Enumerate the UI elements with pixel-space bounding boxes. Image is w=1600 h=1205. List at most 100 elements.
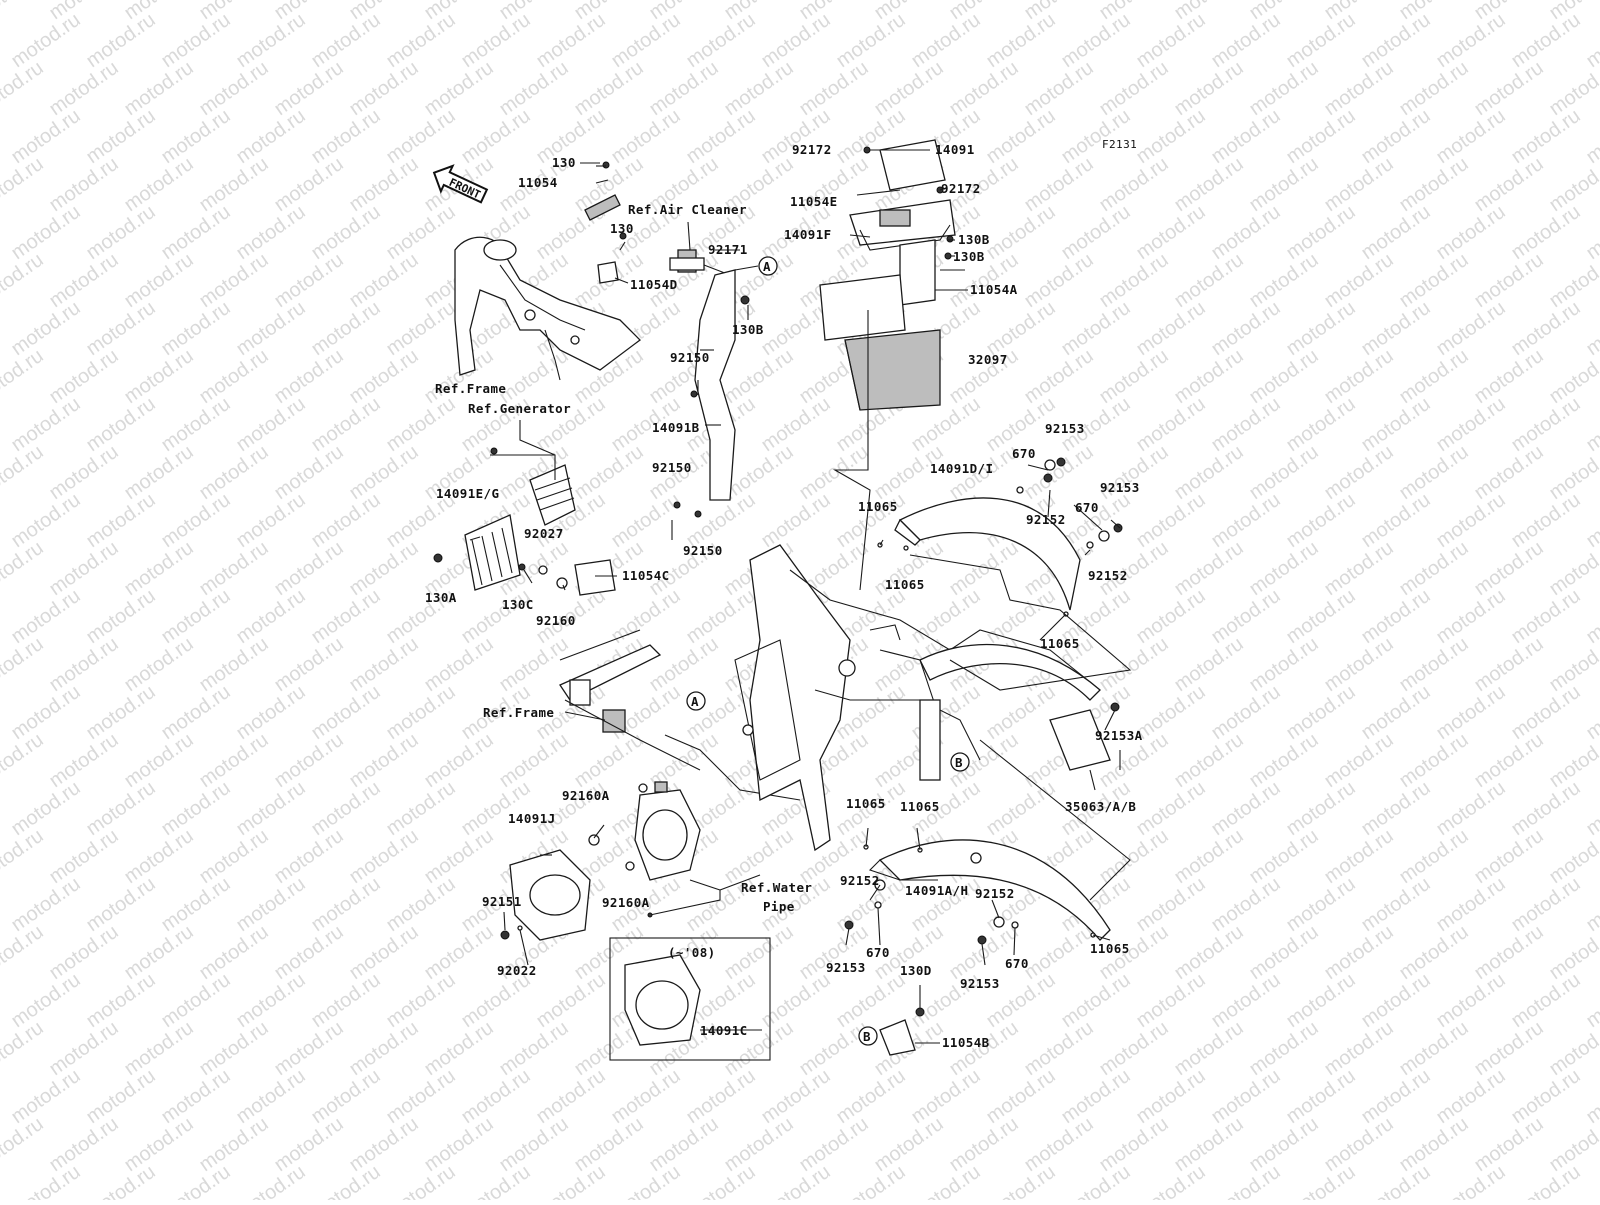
- label-11054C: 11054C: [622, 568, 670, 583]
- watermark-text: motod.ru: [757, 105, 834, 168]
- label-11065-a: 11065: [858, 499, 898, 514]
- battery-case-drawing: [819, 139, 956, 591]
- watermark-text: motod.ru: [120, 729, 197, 792]
- watermark-text: motod.ru: [307, 297, 384, 360]
- watermark-text: motod.ru: [682, 585, 759, 648]
- watermark-text: motod.ru: [457, 777, 534, 840]
- label-ref-frame-mid: Ref.Frame: [483, 705, 554, 720]
- variant-08-box: [609, 937, 771, 1061]
- watermark-text: motod.ru: [157, 201, 234, 264]
- callout-b-bottom: B: [858, 1026, 878, 1046]
- watermark-text: motod.ru: [1020, 345, 1097, 408]
- watermark-text: motod.ru: [1170, 57, 1247, 120]
- watermark-text: motod.ru: [1582, 1161, 1600, 1200]
- watermark-text: motod.ru: [82, 1065, 159, 1128]
- watermark-text: motod.ru: [195, 345, 272, 408]
- watermark-text: motod.ru: [120, 441, 197, 504]
- watermark-text: motod.ru: [157, 9, 234, 72]
- watermark-text: motod.ru: [232, 393, 309, 456]
- watermark-text: motod.ru: [1320, 153, 1397, 216]
- watermark-text: motod.ru: [682, 1065, 759, 1128]
- label-14091C: 14091C: [700, 1023, 748, 1038]
- watermark-text: motod.ru: [1432, 585, 1509, 648]
- watermark-text: motod.ru: [45, 1017, 122, 1080]
- watermark-text: motod.ru: [232, 969, 309, 1032]
- label-ref-water-pipe-2: Pipe: [763, 899, 795, 914]
- label-11054B: 11054B: [942, 1035, 990, 1050]
- label-92153A: 92153A: [1095, 728, 1143, 743]
- watermark-text: motod.ru: [570, 57, 647, 120]
- watermark-text: motod.ru: [1207, 297, 1284, 360]
- watermark-text: motod.ru: [1470, 345, 1547, 408]
- watermark-text: motod.ru: [0, 249, 48, 312]
- watermark-text: motod.ru: [1020, 921, 1097, 984]
- cover-14091J-drawing: [500, 781, 721, 941]
- watermark-text: motod.ru: [1395, 537, 1472, 600]
- watermark-text: motod.ru: [1282, 681, 1359, 744]
- watermark-text: motod.ru: [382, 681, 459, 744]
- watermark-text: motod.ru: [870, 1113, 947, 1176]
- watermark-text: motod.ru: [232, 489, 309, 552]
- watermark-text: motod.ru: [1357, 393, 1434, 456]
- bracket-11054-drawing: [584, 161, 621, 221]
- watermark-text: motod.ru: [532, 969, 609, 1032]
- watermark-text: motod.ru: [1470, 537, 1547, 600]
- watermark-text: motod.ru: [607, 489, 684, 552]
- watermark-text: motod.ru: [1170, 633, 1247, 696]
- watermark-text: motod.ru: [157, 393, 234, 456]
- watermark-text: motod.ru: [7, 777, 84, 840]
- watermark-text: motod.ru: [1432, 681, 1509, 744]
- watermark-text: motod.ru: [1095, 249, 1172, 312]
- watermark-text: motod.ru: [982, 681, 1059, 744]
- watermark-text: motod.ru: [0, 0, 48, 24]
- label-14091F: 14091F: [784, 227, 832, 242]
- watermark-text: motod.ru: [645, 57, 722, 120]
- watermark-text: motod.ru: [195, 1017, 272, 1080]
- watermark-text: motod.ru: [607, 9, 684, 72]
- watermark-text: motod.ru: [420, 1017, 497, 1080]
- watermark-text: motod.ru: [720, 345, 797, 408]
- label-ref-generator: Ref.Generator: [468, 401, 571, 416]
- watermark-text: motod.ru: [1507, 1065, 1584, 1128]
- watermark-text: motod.ru: [1207, 201, 1284, 264]
- watermark-text: motod.ru: [1207, 777, 1284, 840]
- watermark-text: motod.ru: [532, 1161, 609, 1200]
- watermark-text: motod.ru: [1357, 489, 1434, 552]
- watermark-text: motod.ru: [1395, 57, 1472, 120]
- watermark-text: motod.ru: [1432, 1065, 1509, 1128]
- label-11065-d: 11065: [846, 796, 886, 811]
- watermark-text: motod.ru: [1132, 1161, 1209, 1200]
- watermark-text: motod.ru: [457, 9, 534, 72]
- watermark-text: motod.ru: [1132, 489, 1209, 552]
- watermark-text: motod.ru: [1432, 105, 1509, 168]
- watermark-text: motod.ru: [907, 1065, 984, 1128]
- watermark-text: motod.ru: [195, 537, 272, 600]
- watermark-text: motod.ru: [157, 1161, 234, 1200]
- watermark-text: motod.ru: [1132, 105, 1209, 168]
- frame-head-drawing: [454, 236, 641, 381]
- watermark-text: motod.ru: [0, 153, 48, 216]
- watermark-text: motod.ru: [232, 1065, 309, 1128]
- label-14091B: 14091B: [652, 420, 700, 435]
- watermark-text: motod.ru: [45, 153, 122, 216]
- label-130-mid: 130: [610, 221, 634, 236]
- watermark-text: motod.ru: [757, 969, 834, 1032]
- watermark-text: motod.ru: [1470, 249, 1547, 312]
- watermark-text: motod.ru: [1207, 969, 1284, 1032]
- label-11065-b: 11065: [885, 577, 925, 592]
- watermark-text: motod.ru: [982, 201, 1059, 264]
- watermark-text: motod.ru: [1432, 201, 1509, 264]
- watermark-text: motod.ru: [1582, 873, 1600, 936]
- watermark-text: motod.ru: [1207, 1065, 1284, 1128]
- watermark-text: motod.ru: [1057, 297, 1134, 360]
- watermark-text: motod.ru: [1470, 1113, 1547, 1176]
- watermark-text: motod.ru: [1170, 249, 1247, 312]
- watermark-text: motod.ru: [382, 393, 459, 456]
- label-92150-c: 92150: [683, 543, 723, 558]
- watermark-text: motod.ru: [270, 729, 347, 792]
- watermark-text: motod.ru: [45, 537, 122, 600]
- watermark-text: motod.ru: [1132, 1065, 1209, 1128]
- watermark-text: motod.ru: [1057, 9, 1134, 72]
- watermark-text: motod.ru: [720, 1113, 797, 1176]
- watermark-text: motod.ru: [45, 57, 122, 120]
